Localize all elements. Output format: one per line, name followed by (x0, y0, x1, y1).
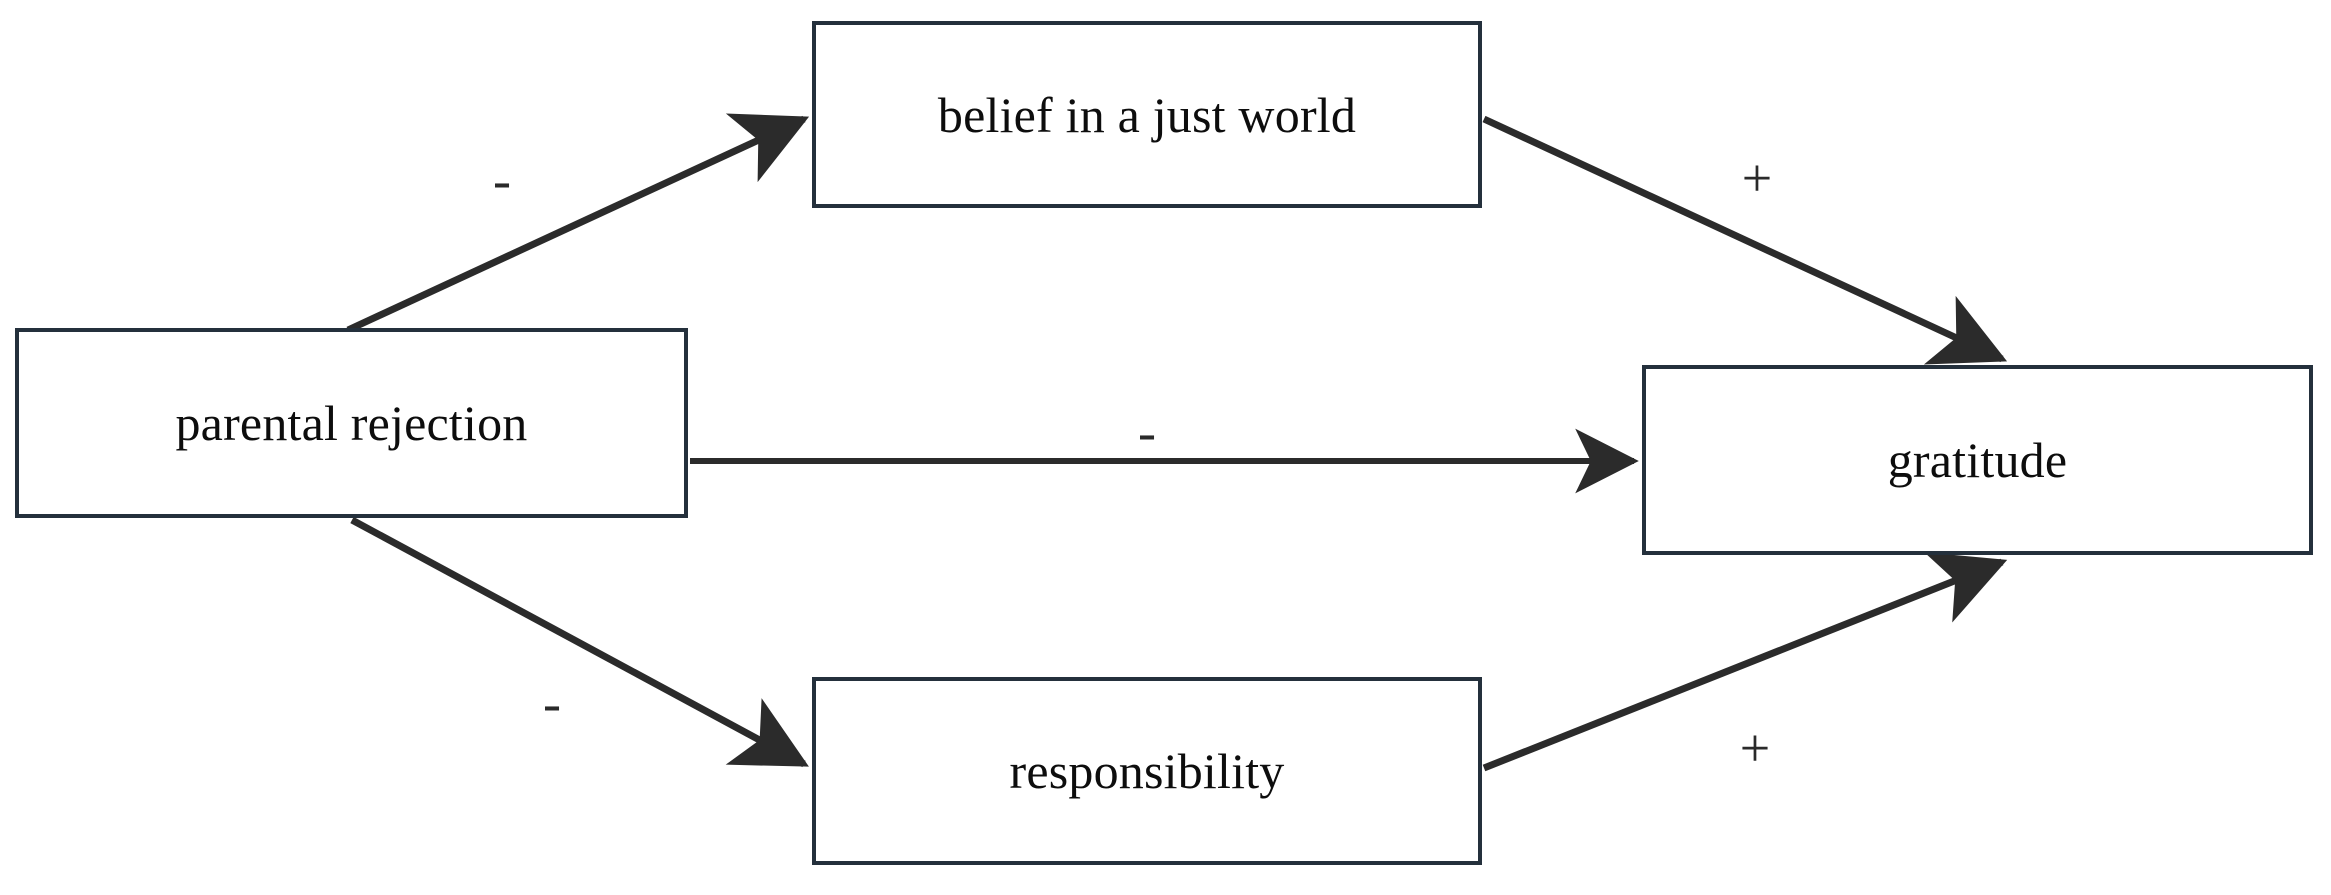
edge-responsibility-to-gratitude (1482, 552, 2008, 772)
edge-sign-parental-rejection-to-gratitude: - (1138, 402, 1156, 462)
node-label-gratitude: gratitude (1887, 432, 2068, 488)
node-label-parental-rejection: parental rejection (175, 395, 528, 451)
node-gratitude[interactable]: gratitude (1642, 365, 2313, 555)
node-label-belief-in-a-just-world: belief in a just world (937, 86, 1357, 143)
edge-sign-responsibility-to-gratitude: + (1739, 718, 1771, 778)
edge-sign-parental-rejection-to-belief: - (493, 150, 511, 210)
edge-belief-to-gratitude (1482, 115, 2008, 365)
node-responsibility[interactable]: responsibility (812, 677, 1482, 865)
edge-sign-belief-to-gratitude: + (1741, 148, 1773, 208)
edge-sign-parental-rejection-to-responsibility: - (543, 673, 561, 733)
node-parental-rejection[interactable]: parental rejection (15, 328, 688, 518)
edge-parental-rejection-to-responsibility (350, 516, 809, 768)
node-label-responsibility: responsibility (1009, 743, 1285, 799)
edge-parental-rejection-to-belief (346, 113, 810, 334)
node-belief-in-a-just-world[interactable]: belief in a just world (812, 21, 1482, 208)
